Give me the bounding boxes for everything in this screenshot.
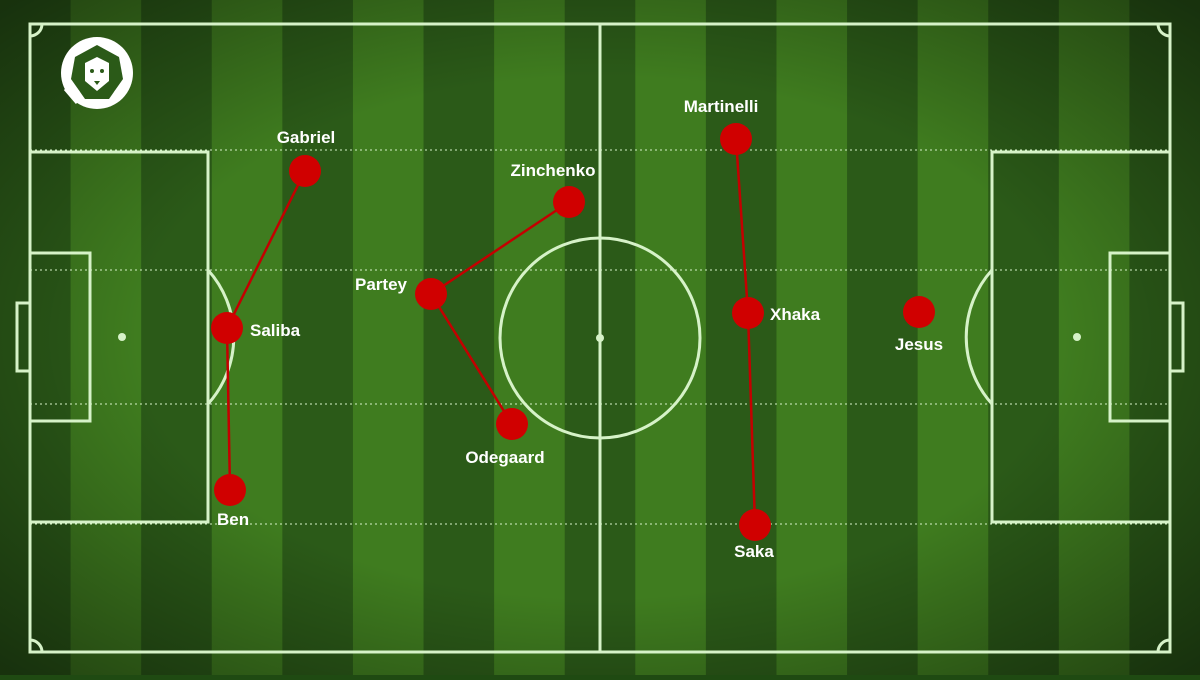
player-marker — [739, 509, 771, 541]
player-marker — [720, 123, 752, 155]
player-name-label: Zinchenko — [510, 161, 595, 180]
link-zinchenko-partey — [430, 200, 570, 296]
right-goal — [1168, 301, 1185, 373]
corner-arc-top-left — [29, 23, 44, 38]
player-name-label: Saka — [734, 542, 774, 561]
link-saliba-ben — [225, 327, 232, 491]
player-zinchenko: Zinchenko — [510, 161, 596, 218]
player-marker — [496, 408, 528, 440]
player-marker — [415, 278, 447, 310]
link-gabriel-saliba — [225, 170, 307, 329]
link-xhaka-saka — [746, 312, 757, 526]
player-ben: Ben — [214, 474, 249, 529]
player-name-label: Xhaka — [770, 305, 821, 324]
link-martinelli-xhaka — [734, 138, 750, 314]
player-name-label: Ben — [217, 510, 249, 529]
player-marker — [289, 155, 321, 187]
corner-arc-top-right — [1156, 23, 1171, 38]
player-martinelli: Martinelli — [684, 97, 759, 155]
player-marker — [732, 297, 764, 329]
player-gabriel: Gabriel — [277, 128, 336, 187]
link-partey-odegaard — [429, 293, 514, 425]
player-name-label: Partey — [355, 275, 408, 294]
player-name-label: Jesus — [895, 335, 943, 354]
right-penalty-spot — [1073, 333, 1081, 341]
player-odegaard: Odegaard — [465, 408, 545, 467]
player-name-label: Odegaard — [465, 448, 544, 467]
player-saliba: Saliba — [211, 312, 301, 344]
player-marker — [214, 474, 246, 506]
player-name-label: Saliba — [250, 321, 301, 340]
player-jesus: Jesus — [895, 296, 943, 354]
player-marker — [553, 186, 585, 218]
left-penalty-spot — [118, 333, 126, 341]
right-penalty-arc — [964, 268, 994, 406]
player-marker — [211, 312, 243, 344]
player-marker — [903, 296, 935, 328]
corner-arc-bottom-left — [29, 638, 44, 653]
passing-links — [225, 138, 757, 526]
lion-head-icon — [61, 37, 133, 109]
left-goal — [15, 301, 32, 373]
player-name-label: Gabriel — [277, 128, 336, 147]
player-partey: Partey — [355, 275, 447, 310]
player-xhaka: Xhaka — [732, 297, 821, 329]
player-saka: Saka — [734, 509, 774, 561]
corner-arc-bottom-right — [1156, 638, 1171, 653]
pitch-markings — [15, 22, 1185, 654]
centre-spot — [596, 334, 604, 342]
player-name-label: Martinelli — [684, 97, 759, 116]
centre-circle — [498, 236, 702, 440]
